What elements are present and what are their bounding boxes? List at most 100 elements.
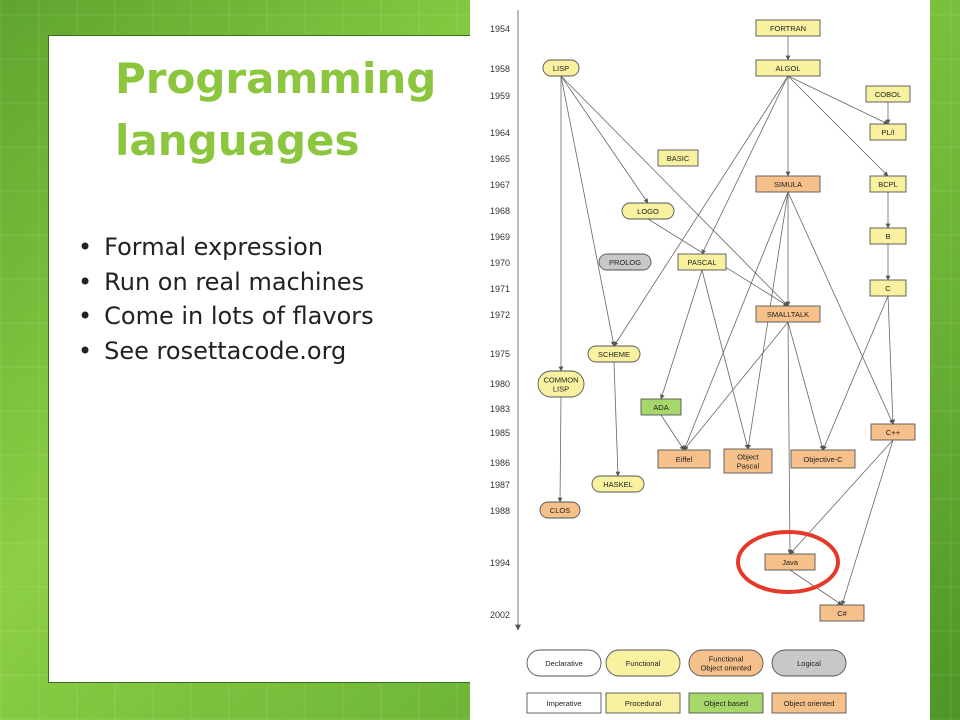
year-label-1988: 1988 [490, 506, 510, 516]
year-label-1968: 1968 [490, 206, 510, 216]
node-label: BCPL [878, 180, 898, 189]
bullet-item: See rosettacode.org [78, 334, 374, 369]
legend-label: Object based [704, 699, 748, 708]
node-shape [677, 253, 727, 271]
year-label-1970: 1970 [490, 258, 510, 268]
node-objc: Objective-C [790, 449, 856, 469]
node-label: Objective-C [803, 455, 843, 464]
bullet-item: Run on real machines [78, 265, 374, 300]
year-label-1971: 1971 [490, 284, 510, 294]
edge-smalltalk-objc [787, 321, 825, 451]
node-shape [870, 423, 916, 441]
year-label-1969: 1969 [490, 232, 510, 242]
legend-label: Functional [709, 655, 744, 664]
node-label: FORTRAN [770, 24, 806, 33]
node-label: C [885, 284, 891, 293]
node-label: Pascal [737, 462, 760, 471]
year-label-1980: 1980 [490, 379, 510, 389]
node-shape [657, 449, 711, 469]
node-label: PASCAL [687, 258, 716, 267]
node-shape [587, 345, 641, 363]
node-label: C++ [886, 428, 901, 437]
year-label-1967: 1967 [490, 180, 510, 190]
year-label-1964: 1964 [490, 128, 510, 138]
edge-algol-pascal [701, 75, 789, 255]
node-shape [790, 449, 856, 469]
node-c: C [869, 279, 907, 297]
node-logo: LOGO [621, 202, 675, 220]
edge-c-objc [822, 295, 889, 451]
edge-algol-bcpl [787, 75, 889, 177]
legend-item-object-oriented: Object oriented [771, 692, 847, 714]
node-shape [764, 553, 816, 571]
slide-title: Programming languages [115, 48, 455, 172]
bullet-item: Come in lots of flavors [78, 299, 373, 334]
node-label: LISP [553, 64, 569, 73]
node-label: C# [837, 609, 847, 618]
node-label: Object [737, 453, 760, 462]
node-csharp: C# [819, 604, 865, 622]
legend-swatch [771, 649, 847, 677]
legend-swatch [605, 692, 681, 714]
node-label: PL/I [881, 128, 894, 137]
edge-scheme-haskel [613, 361, 621, 477]
node-label: B [885, 232, 890, 241]
node-bcpl: BCPL [869, 175, 907, 193]
year-label-2002: 2002 [490, 610, 510, 620]
node-java: Java [764, 553, 816, 571]
node-shape [591, 475, 645, 493]
node-shape [755, 19, 821, 37]
edge-ada-eiffel [660, 414, 685, 451]
year-label-1965: 1965 [490, 154, 510, 164]
year-label-1958: 1958 [490, 64, 510, 74]
node-shape [755, 59, 821, 77]
year-label-1986: 1986 [490, 458, 510, 468]
node-pli: PL/I [869, 123, 907, 141]
node-lisp: LISP [542, 59, 580, 77]
node-shape [657, 149, 699, 167]
node-shape [640, 398, 682, 416]
legend-swatch [688, 649, 764, 677]
node-shape [755, 175, 821, 193]
node-shape [723, 448, 773, 474]
legend-swatch [526, 692, 602, 714]
edge-smalltalk-java [787, 321, 793, 555]
edge-cpp-csharp [840, 439, 894, 606]
slide-title-line-2: languages [115, 116, 360, 165]
node-shape [539, 501, 581, 519]
legend-label: Declarative [545, 659, 583, 668]
legend-swatch [605, 649, 681, 677]
node-label: Java [782, 558, 799, 567]
legend-item-functional: Functional [605, 649, 681, 677]
node-shape [865, 85, 911, 103]
node-label: Eiffel [676, 455, 693, 464]
edge-lisp-smalltalk [560, 75, 789, 307]
bullet-item: Formal expression [78, 230, 374, 265]
edge-lisp-logo [560, 75, 649, 204]
timeline-year-labels: 1954195819591964196519671968196919701971… [490, 24, 510, 620]
legend-label: Functional [626, 659, 661, 668]
node-shape [869, 227, 907, 245]
node-shape [869, 175, 907, 193]
node-cpp: C++ [870, 423, 916, 441]
node-basic: BASIC [657, 149, 699, 167]
year-label-1975: 1975 [490, 349, 510, 359]
legend-item-object-based: Object based [688, 692, 764, 714]
edge-simula-cpp [787, 191, 894, 425]
node-clos: CLOS [539, 501, 581, 519]
bullet-list: Formal expression Run on real machines C… [78, 230, 374, 369]
node-shape [869, 279, 907, 297]
node-shape [621, 202, 675, 220]
edge-simula-eiffel [683, 191, 789, 451]
edge-pascal-objpascal [701, 269, 750, 450]
node-label: SCHEME [598, 350, 630, 359]
year-label-1954: 1954 [490, 24, 510, 34]
node-shape [819, 604, 865, 622]
node-ada: ADA [640, 398, 682, 416]
legend-item-imperative: Imperative [526, 692, 602, 714]
node-shape [598, 253, 652, 271]
